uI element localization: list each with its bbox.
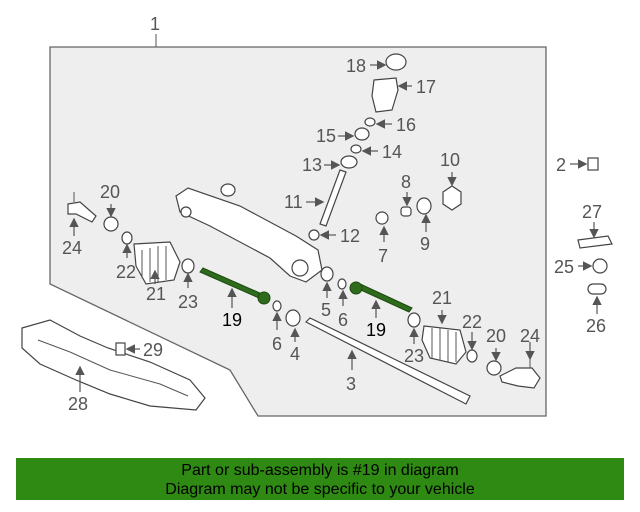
callout-2: 2 <box>556 155 566 175</box>
part-6-washer-right <box>337 278 347 290</box>
callout-19b: 19 <box>366 320 386 340</box>
callout-6b: 6 <box>338 310 348 330</box>
part-19-tie-rod-right-ball <box>349 281 363 295</box>
callout-23a: 23 <box>178 292 198 312</box>
banner-line-2: Diagram may not be specific to your vehi… <box>165 481 475 498</box>
callout-11: 11 <box>284 192 303 212</box>
callout-3: 3 <box>346 374 356 394</box>
callout-29: 29 <box>143 340 163 360</box>
callout-21b: 21 <box>432 288 452 308</box>
part-20-right <box>486 360 502 376</box>
callout-4: 4 <box>290 344 300 364</box>
part-17-boot <box>371 77 399 113</box>
part-2-bolt <box>587 157 599 171</box>
callout-13: 13 <box>302 155 322 175</box>
callout-9: 9 <box>420 234 430 254</box>
callout-28: 28 <box>68 394 88 414</box>
callout-23b: 23 <box>404 346 424 366</box>
callout-26: 26 <box>586 316 606 336</box>
callout-15: 15 <box>316 126 336 146</box>
part-28-bracket <box>21 319 206 411</box>
callout-14: 14 <box>382 142 402 162</box>
callout-6a: 6 <box>272 334 282 354</box>
part-19-tie-rod-left-ball <box>257 291 271 305</box>
banner-line-1: Part or sub-assembly is #19 in diagram <box>181 462 459 479</box>
part-6-washer-left <box>272 300 282 312</box>
part-18 <box>385 53 407 71</box>
part-3-rack <box>304 317 471 405</box>
part-7 <box>375 211 389 225</box>
steering-gear-housing <box>175 187 323 283</box>
callout-16: 16 <box>396 115 416 135</box>
part-11-shaft <box>319 169 347 227</box>
part-16 <box>364 117 376 127</box>
part-23-clamp-right <box>407 312 421 328</box>
part-8 <box>400 206 412 217</box>
callout-18: 18 <box>346 56 366 76</box>
part-24-tie-rod-end-right <box>499 367 541 389</box>
callout-1: 1 <box>150 14 160 34</box>
part-14 <box>350 144 362 154</box>
callout-21a: 21 <box>146 284 166 304</box>
part-25 <box>592 258 608 274</box>
part-13 <box>340 155 358 169</box>
callout-24a: 24 <box>62 238 82 258</box>
part-23-clamp-left <box>181 258 195 274</box>
assembly-frame <box>49 46 547 417</box>
callout-20b: 20 <box>486 326 506 346</box>
part-24-tie-rod-end-left <box>67 201 97 223</box>
callout-24b: 24 <box>520 326 540 346</box>
part-9 <box>416 197 432 215</box>
part-29-bolt <box>115 342 126 356</box>
housing-pinion-port <box>291 259 309 277</box>
part-27 <box>577 235 613 249</box>
part-21-boot-left <box>133 241 181 285</box>
boot-21-left-ribs <box>141 246 167 282</box>
part-21-boot-right <box>421 325 467 365</box>
part-5 <box>320 266 334 282</box>
part-22-clamp-right <box>466 349 478 363</box>
part-4-bushing <box>285 309 301 327</box>
callout-19a: 19 <box>222 310 242 330</box>
callout-27: 27 <box>582 202 602 222</box>
callout-7: 7 <box>378 246 388 266</box>
callout-17: 17 <box>416 77 436 97</box>
part-20-left <box>103 216 119 232</box>
parts-diagram: 1 28 29 3 4 5 6 6 7 8 9 10 11 12 <box>21 14 613 417</box>
part-22-clamp-left <box>121 231 133 245</box>
part-10-nut <box>442 185 462 211</box>
callout-5: 5 <box>321 300 331 320</box>
callout-20a: 20 <box>100 182 120 202</box>
callout-10: 10 <box>440 150 460 170</box>
callout-8: 8 <box>401 172 411 192</box>
part-12 <box>308 229 320 241</box>
part-26 <box>587 283 607 295</box>
part-15 <box>354 127 370 141</box>
callout-12: 12 <box>340 226 360 246</box>
callout-22b: 22 <box>462 312 482 332</box>
bracket-28-edge <box>37 339 189 397</box>
callout-25: 25 <box>554 257 574 277</box>
housing-cap <box>220 183 236 197</box>
callout-22a: 22 <box>116 262 136 282</box>
info-banner: Part or sub-assembly is #19 in diagram D… <box>16 458 624 500</box>
boot-21-right-ribs <box>431 328 457 362</box>
housing-bushing <box>180 206 192 218</box>
